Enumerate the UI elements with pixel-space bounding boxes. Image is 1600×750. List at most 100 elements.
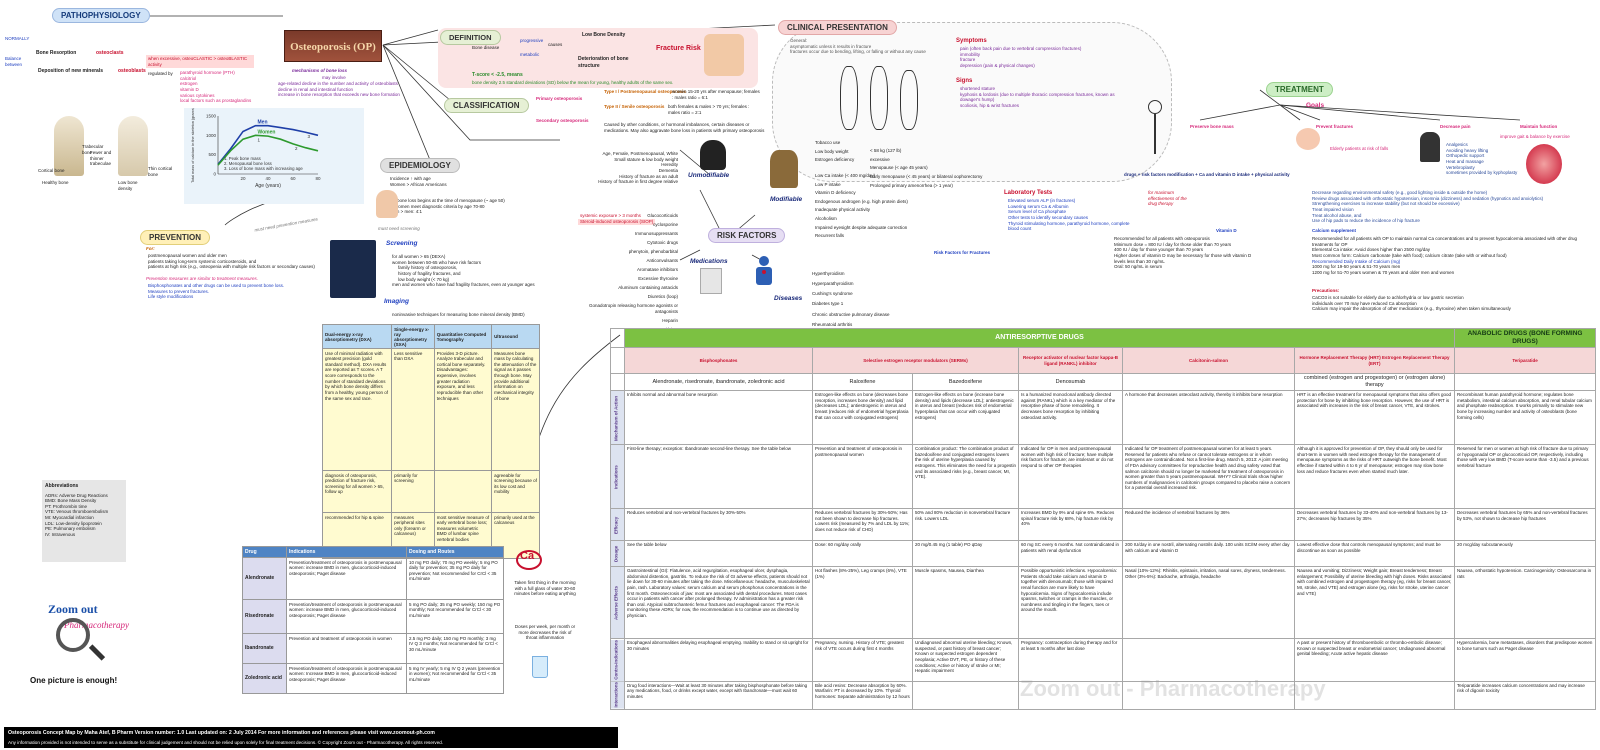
- table-cell: 20 mcg/day subcutaneously: [1454, 540, 1597, 567]
- screening-item: men and women who have had fragility fra…: [392, 282, 535, 288]
- prevention-for: For:: [146, 246, 155, 251]
- scan-header: Ultrasound: [491, 324, 540, 349]
- fall-illustration: [1296, 128, 1320, 150]
- table-cell: Teriparatide increases calcium concentra…: [1454, 680, 1597, 711]
- unmod-item: Heredity: [661, 162, 678, 168]
- bisphos-drug: Zoledronic acid: [242, 663, 287, 694]
- table-cell: Combination product: The combination pro…: [912, 444, 1019, 509]
- med-item: Anticonvulsants: [646, 258, 678, 264]
- bisphos-cell: 5 mg IV yearly; 5 mg IV Q 2 years (preve…: [406, 663, 504, 694]
- table-cell: Bile acid resins: Decrease absorption by…: [812, 680, 913, 711]
- lab-tests-list: Elevated serum ALP (in fractures) Loweri…: [1008, 198, 1138, 232]
- magnifier-handle-icon: [88, 644, 106, 661]
- vitd-item: Higher doses of vitamin D may be necessa…: [1114, 252, 1252, 264]
- chart-marker-label: 2: [295, 146, 298, 151]
- table-cell: A past or present history of thromboembo…: [1293, 638, 1456, 682]
- abbreviations-title: Abbreviations: [45, 483, 79, 489]
- mod-note: Menopause (< age 45 years): [870, 165, 928, 171]
- def-causes: causes: [548, 42, 563, 47]
- patho-resorption: Bone Resorption: [36, 50, 77, 56]
- row-label: Contra-indications: [610, 638, 625, 682]
- abbrev-item: PE: Pulmonary embolism: [45, 526, 96, 532]
- definition-heading: DEFINITION: [440, 30, 501, 45]
- lab-tests-heading: Laboratory Tests: [1004, 190, 1053, 196]
- low-density-bone-label: Low bone density: [118, 180, 138, 191]
- lab-item: Thyroid stimulating hormone, parathyroid…: [1008, 220, 1130, 232]
- anabolic-header: ANABOLIC DRUGS (BONE FORMING DRUGS): [1454, 327, 1597, 349]
- healthy-bone-illustration: Healthy bone Cortical bone Trabecular bo…: [38, 110, 103, 190]
- regulator-item: vitamin D: [180, 86, 199, 92]
- disease-item: Chronic obstructive pulmonary disease: [812, 311, 890, 317]
- diseases-label: Diseases: [774, 295, 803, 302]
- y-tick-label: 1500: [206, 114, 217, 119]
- y-tick-label: 0: [213, 172, 216, 177]
- unmod-item: History of fracture as an adult: [619, 173, 678, 179]
- vitd-item: Minimum dose = 800 IU / day for those ol…: [1114, 241, 1232, 247]
- mechanisms-title: mechanisms of bone loss: [292, 68, 348, 73]
- sign-item: kyphosis & lordosis (due to multiple tho…: [960, 91, 1115, 103]
- ca-item: Recommended for all patients with OP to …: [1312, 236, 1578, 247]
- disease-item: Hyperthyroidism: [812, 271, 845, 276]
- x-axis-label: Age (years): [255, 183, 281, 189]
- prevention-measures: Prevention measures are similar to treat…: [146, 276, 259, 281]
- healthy-bone-label: Healthy bone: [42, 180, 69, 185]
- drug-names-bisphos: Alendronate, risedronate, ibandronate, z…: [624, 373, 813, 391]
- env-item: Treat alcohol abuse, and: [1312, 212, 1362, 218]
- screening-heading: Screening: [386, 240, 418, 247]
- bisphos-row: Risedronate Prevention/treatment of oste…: [242, 599, 504, 634]
- scan-cell: Use of minimal radiation with greatest p…: [321, 348, 393, 471]
- table-cell: Hypercalcemia, bone metastases, disorder…: [1454, 638, 1597, 682]
- bisphos-header: Indications: [286, 546, 407, 558]
- disease-item: Diabetes type 1: [812, 301, 844, 307]
- table-cell: Recombinant human parathyroid hormone; r…: [1454, 390, 1597, 445]
- calcium-list: Recommended for all patients with OP to …: [1312, 236, 1592, 275]
- joint-illustration: [1526, 144, 1562, 184]
- spine-illustration: [840, 60, 940, 140]
- clinical-general: General: asymptomatic unless it results …: [790, 38, 940, 55]
- mod-item: Tobacco use: [815, 140, 841, 145]
- med-item: Heparin: [662, 317, 678, 323]
- def-low-density: Low Bone Density: [582, 32, 626, 38]
- imaging-heading: Imaging: [384, 298, 409, 305]
- bisphos-cell: Prevention/treatment of osteoporosis in …: [286, 599, 407, 634]
- footer-line1: Osteoporosis Concept Map by Maha Atef, B…: [8, 730, 435, 736]
- y-tick-label: 500: [208, 152, 216, 157]
- bisphos-header: Dosing and Routes: [406, 546, 504, 558]
- env-item: Use of hip pads to reduce the incidence …: [1312, 218, 1420, 224]
- scan-cell: primarily for screening: [391, 470, 435, 513]
- table-row-mechanism: Mechanism of Action Inhibits normal and …: [610, 390, 1597, 445]
- abbrev-item: IV: Intravenous: [45, 531, 76, 537]
- scan-header: Dual-energy x-ray absorptiometry (DXA): [321, 324, 393, 349]
- y-tick-label: 1000: [206, 133, 217, 138]
- clinical-cloud: [772, 22, 1172, 182]
- epi-item: Incidence ↑ with age: [390, 176, 431, 181]
- unmod-item: Dementia: [658, 167, 678, 173]
- prevention-measure-item: Measures to prevent fractures.: [148, 288, 210, 294]
- clinical-heading: CLINICAL PRESENTATION: [778, 20, 897, 35]
- bisphos-cell: Prevention/treatment of osteoporosis in …: [286, 663, 407, 694]
- med-item: Aluminum containing antacids: [618, 285, 678, 291]
- disease-item: Hyperparathyroidism: [812, 281, 854, 287]
- mod-item: Low body weight: [815, 148, 849, 154]
- abbrev-item: PT: Prothrombin time: [45, 503, 88, 509]
- precaution-item: CaCO3 is not suitable for elderly due to…: [1312, 295, 1464, 300]
- symptoms-heading: Symptoms: [956, 38, 987, 44]
- table-cell: Nasal (10%-12%): Rhinitis, epistaxis, ir…: [1122, 566, 1295, 639]
- table-cell: Muscle spasms, Nausea, Diarrhea: [912, 566, 1019, 639]
- regulator-item: calcitriol: [180, 75, 197, 81]
- bisphos-header: Drug: [242, 546, 287, 558]
- table-cell: Inhibits normal and abnormal bone resorp…: [624, 390, 813, 445]
- medications-list: Glucocorticoids cyclosporine Immunosuppr…: [574, 213, 678, 332]
- water-glass-icon: [532, 656, 548, 678]
- row-label: Dosage: [610, 540, 625, 567]
- prevention-measure-item: Bisphosphonates and other drugs can be u…: [148, 283, 285, 288]
- zoomout-logo: Zoom out Pharmacotherapy One picture is …: [30, 600, 160, 690]
- row-label: Interactions: [610, 681, 625, 710]
- scan-cell: [433, 470, 493, 513]
- bisphos-drug: Risedronate: [242, 599, 287, 634]
- scan-header: Quantitative Computed Tomography: [433, 324, 493, 349]
- thin-cortical-label: Thin cortical bone: [148, 166, 173, 177]
- modifiable-list: Tobacco use Low body weight Estrogen def…: [815, 140, 925, 239]
- bisphos-cell: Prevention and treatment of osteoporosis…: [286, 633, 407, 664]
